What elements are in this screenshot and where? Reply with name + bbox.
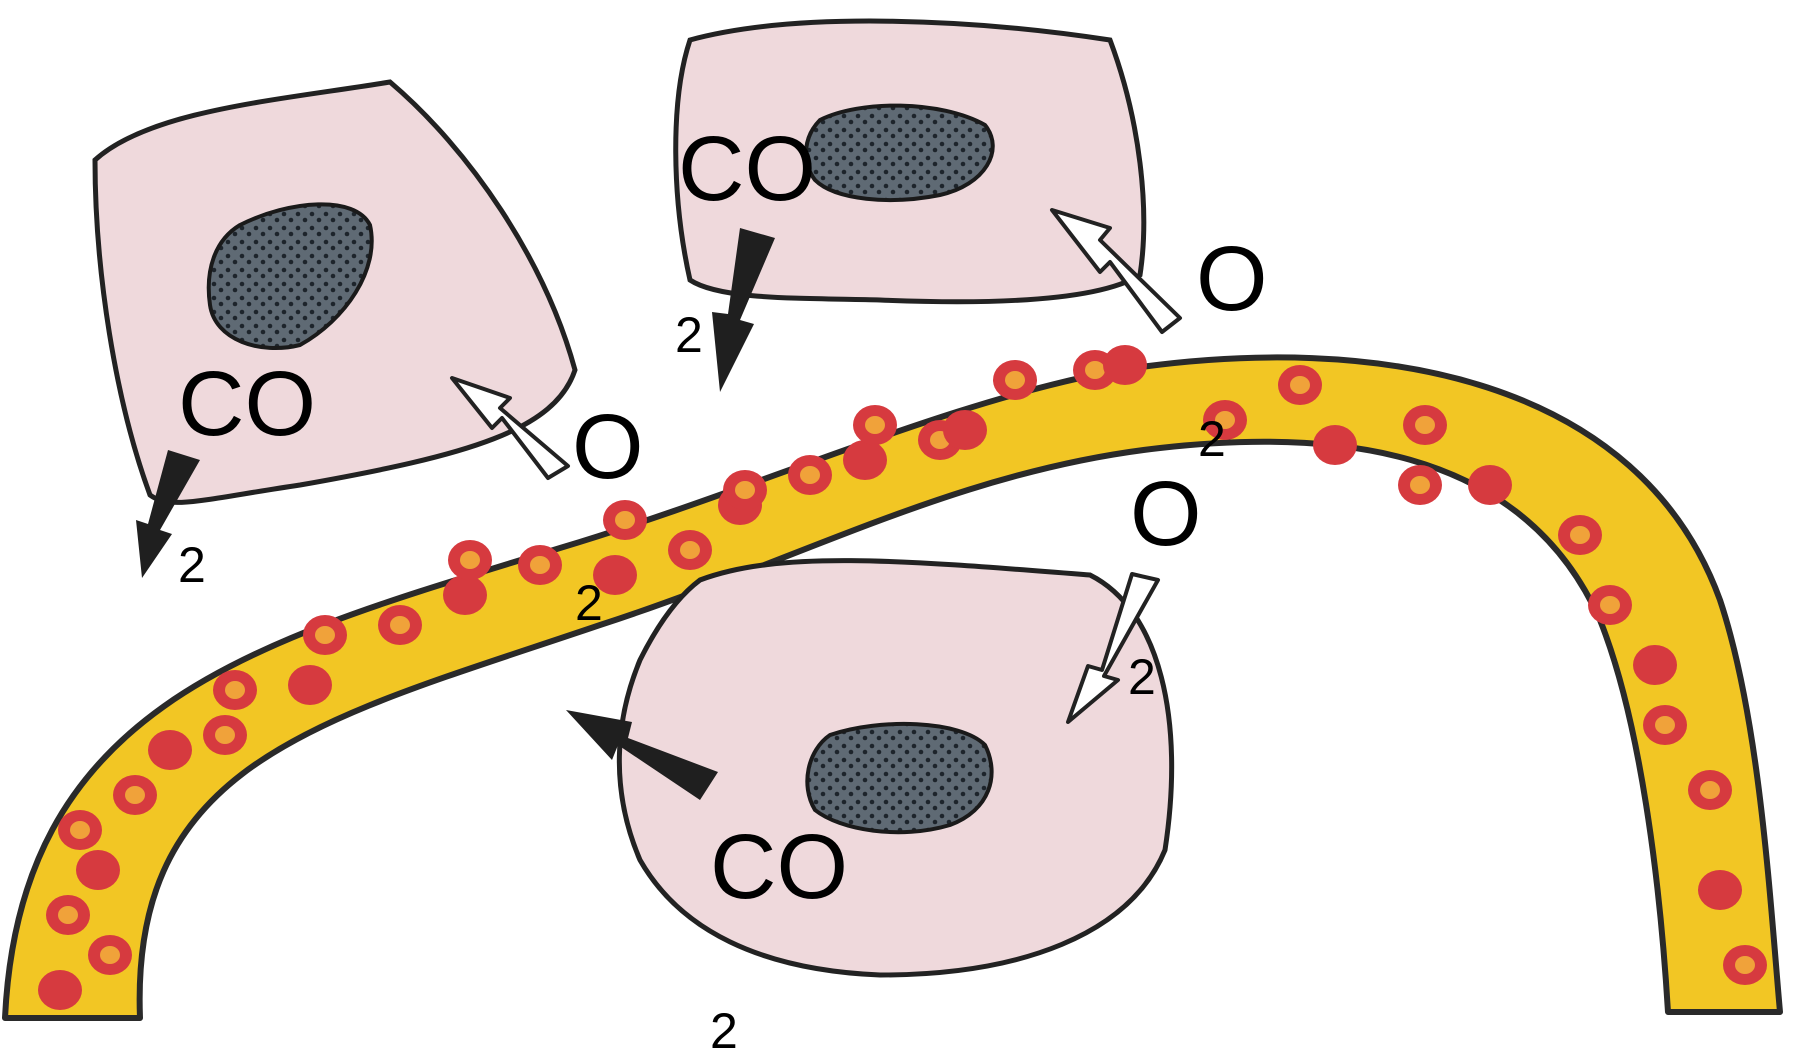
- red-blood-cell: [1588, 585, 1632, 625]
- red-blood-cell: [58, 810, 102, 850]
- cell-bottom-o-label: O: [1130, 463, 1202, 565]
- red-blood-cell: [1403, 405, 1447, 445]
- red-blood-cell: [448, 540, 492, 580]
- red-blood-cell: [213, 670, 257, 710]
- cell-bottom-o-subscript: 2: [1128, 649, 1156, 705]
- red-blood-cell: [1103, 345, 1147, 385]
- cell-top-o-label: O: [1196, 228, 1268, 330]
- red-blood-cell: [993, 360, 1037, 400]
- cell-top-nucleus: [806, 106, 993, 200]
- red-blood-cell: [148, 730, 192, 770]
- red-blood-cell: [1558, 515, 1602, 555]
- cell-bottom-co-label: CO: [710, 816, 848, 918]
- red-blood-cell: [518, 545, 562, 585]
- cell-left-co-subscript: 2: [178, 537, 206, 593]
- red-blood-cell: [378, 605, 422, 645]
- red-blood-cell: [1698, 870, 1742, 910]
- red-blood-cell: [1278, 365, 1322, 405]
- red-blood-cell: [1643, 705, 1687, 745]
- red-blood-cell: [843, 440, 887, 480]
- red-blood-cell: [203, 715, 247, 755]
- cell-left: [95, 82, 575, 502]
- red-blood-cell: [38, 970, 82, 1010]
- red-blood-cell: [1723, 945, 1767, 985]
- red-blood-cell: [1468, 465, 1512, 505]
- red-blood-cell: [668, 530, 712, 570]
- cell-top-co-subscript: 2: [675, 307, 703, 363]
- red-blood-cell: [723, 470, 767, 510]
- cell-left-o-label: O: [572, 396, 644, 498]
- red-blood-cell: [943, 410, 987, 450]
- cell-top-o-subscript: 2: [1198, 411, 1226, 467]
- red-blood-cell: [853, 405, 897, 445]
- red-blood-cell: [1688, 770, 1732, 810]
- cell-left-co-label: CO: [178, 353, 316, 455]
- cell-left-o-subscript: 2: [575, 575, 603, 631]
- red-blood-cell: [788, 455, 832, 495]
- red-blood-cell: [1313, 425, 1357, 465]
- cell-bottom-co-subscript: 2: [710, 1003, 738, 1054]
- red-blood-cell: [303, 615, 347, 655]
- cell-top-co-label: CO: [678, 118, 816, 220]
- red-blood-cell: [603, 500, 647, 540]
- red-blood-cell: [443, 575, 487, 615]
- red-blood-cell: [88, 935, 132, 975]
- red-blood-cell: [46, 895, 90, 935]
- red-blood-cell: [1633, 645, 1677, 685]
- red-blood-cell: [288, 665, 332, 705]
- red-blood-cell: [113, 775, 157, 815]
- red-blood-cell: [76, 850, 120, 890]
- red-blood-cell: [1398, 465, 1442, 505]
